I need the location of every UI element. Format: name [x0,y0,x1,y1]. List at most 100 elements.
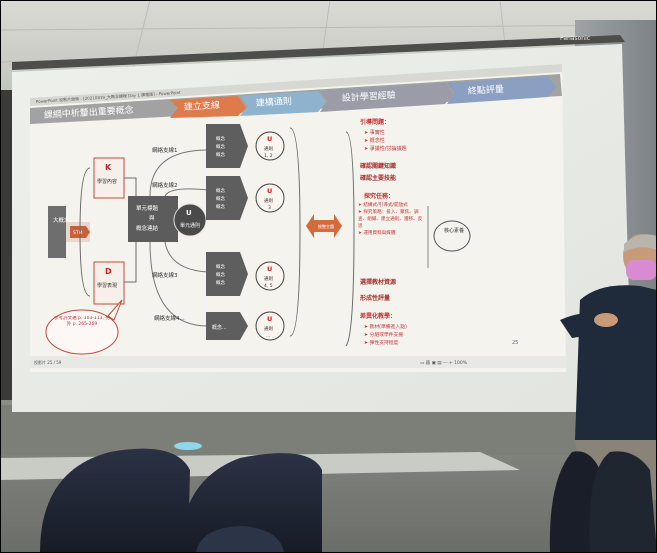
panel-bracket [345,131,355,347]
presenter-shirt [575,285,657,440]
u-circle-3: U 通則 4, 5 [255,261,285,291]
slide: PowerPoint 投影片放映 - [20210819_大概念課程 Day 1… [30,64,566,372]
d-text: 學習表現 [97,282,117,289]
projector-brand-label: Panasonic [560,35,590,42]
inquiry-title: 探究任務： [364,192,394,200]
link-label-2: 網絡支線2 [152,181,178,189]
svg-text:U: U [267,135,272,143]
svg-text:通則: 通則 [264,275,273,282]
core-competency-text: 核心素養 [444,227,464,234]
reference-bubble-text: 參考許文邁 p. 103-113, 另外 p. 265-269 [54,316,110,327]
guiding-item-2: ➤ 概念性 [364,137,385,144]
svg-text:...: ... [266,334,270,339]
screen-housing [12,35,625,70]
presenter-hand [594,313,618,327]
unit-circle-letter: U [186,209,192,217]
presenter-hair [624,234,657,252]
svg-text:3: 3 [268,205,271,211]
lower-wall [0,405,620,455]
reference-bubble-text-wrap: 參考許文邁 p. 103-113, 另外 p. 265-269 [54,316,110,327]
select-materials: 選擇教材資源 [360,278,396,286]
statusbar-slide-count: 投影片 25 / 59 [34,359,62,365]
big-idea-box [48,206,66,258]
stage-label-3: 設計學習經驗 [341,89,396,104]
chair-back-center [180,453,322,553]
k-text: 學習內容 [97,178,117,185]
inquiry-item-3: ➤ 運用資料與媒體 [358,231,396,236]
inquiry-item-2: ➤ 探究策略：投入、聚焦、調查、組織、建立通則、遷移、反思 [358,210,423,229]
svg-text:U: U [267,315,272,323]
link-label-4: 網絡支線4... [154,314,185,322]
presenter [560,234,657,500]
link-label-1: 網絡支線1 [152,146,178,154]
branch-line-4 [149,241,209,327]
concept-box-3 [206,252,248,296]
concept-box-4 [206,312,248,340]
stage-chevron-4 [447,76,556,104]
diff-item-3: ➤ 彈性支持程度 [364,339,399,346]
concept-box-1 [206,124,248,168]
d-letter: D [105,267,112,276]
concept-box-1-text: 概念概念概念 [216,135,225,158]
guiding-item-1: ➤ 事實性 [364,129,385,136]
reference-bubble-tail [107,299,123,321]
integration-arrow-label: 統整主題 [318,223,334,229]
concept-box-3-text: 概念概念概念 [216,263,225,286]
inquiry-items-wrap: ➤ 結構式/引導式/開放式 ➤ 探究策略：投入、聚焦、調查、組織、建立通則、遷移… [358,203,423,236]
core-competency-oval [433,220,471,252]
unit-title-line1: 單元標題 [136,204,159,212]
branch-line-3 [164,241,209,273]
left-bracket [79,167,91,297]
slide-background [30,66,566,372]
presenter-face-mask [626,260,657,280]
stage-chevron-3 [320,83,453,112]
concept-box-2 [206,176,248,220]
chair-back-far-right [589,451,657,553]
u-circle-4: U 通則 ... [255,311,285,341]
differentiation-title: 差異化教學： [360,312,396,320]
stage-label-1: 建立支線 [183,99,220,113]
unit-title-line2: 與 [149,214,155,222]
right-bracket [289,127,301,337]
svg-text:通則: 通則 [264,325,273,332]
powerpoint-titlebar [30,64,562,106]
big-idea-label: 大概念 [53,216,70,224]
d-box [93,261,125,305]
svg-text:1, 2: 1, 2 [264,153,273,159]
chair-seat [196,526,284,553]
chairs [40,448,657,553]
entry-arrow-label: STM [73,230,83,236]
unit-title-line3: 概念連結 [136,224,159,232]
confirm-knowledge: 確認關鍵知識 [360,162,396,170]
unit-circle-text: 單元通則 [180,222,200,229]
branch-line-1 [149,149,209,197]
inquiry-item-1: ➤ 結構式/引導式/開放式 [358,203,408,208]
formative-assessment: 形成性評量 [360,294,390,302]
statusbar-view-controls: ▭ 器 ▣ ▤ — + 100% [420,360,468,366]
powerpoint-statusbar [30,356,566,368]
svg-text:U: U [267,265,272,273]
stage-label-4: 終點評量 [467,83,504,97]
concept-box-2-text: 概念概念概念 [216,187,225,210]
chair-back-left [40,448,190,553]
guiding-item-3: ➤ 爭議性/討論議題 [364,145,406,152]
stage-label-2: 建構通則 [255,95,292,109]
link-label-3: 網絡支線3 [152,271,178,279]
stage-chevron-1 [170,96,246,118]
desk-object [174,442,202,450]
k-letter: K [105,163,112,172]
reference-bubble [45,309,119,355]
integration-arrow [306,214,342,238]
slide-page-number: 25 [512,340,518,346]
diff-item-2: ➤ 分組或學件支援 [364,331,403,338]
ceiling-seam [0,24,657,31]
unit-title-box [128,196,178,242]
svg-text:4, 5: 4, 5 [264,283,273,289]
k-box [93,157,125,199]
u-circle-1: U 通則 1, 2 [255,131,285,161]
concept-box-4-text: 概念... [212,324,227,331]
svg-text:通則: 通則 [264,197,273,204]
diff-item-1: ➤ 教材(準備進入點) [364,323,407,330]
